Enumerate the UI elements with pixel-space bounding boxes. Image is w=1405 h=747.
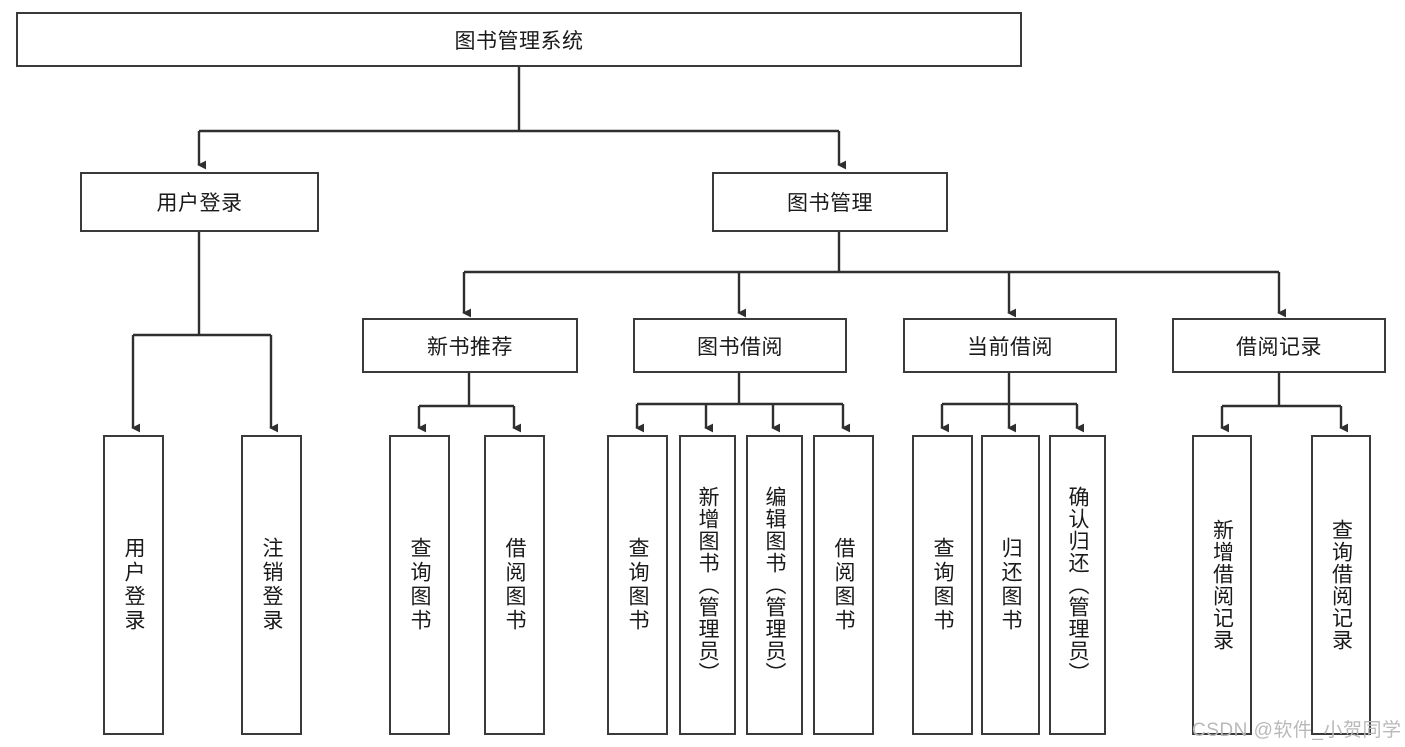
node-book-borrow[interactable]: 图书借阅 [633,318,847,373]
node-label: 用户登录 [122,537,145,633]
node-new-book-recommend[interactable]: 新书推荐 [362,318,578,373]
node-label: 借阅图书 [832,537,855,633]
node-root-system[interactable]: 图书管理系统 [16,12,1022,67]
node-label: 新书推荐 [427,335,513,359]
csdn-watermark: CSDN @软件_小贺同学 [1192,720,1402,741]
node-book-management[interactable]: 图书管理 [712,172,948,232]
leaf-query-book-recommend[interactable]: 查询图书 [389,435,450,735]
node-label: 注销登录 [260,537,283,633]
node-label: 查询借阅记录 [1329,519,1353,651]
leaf-add-book-admin[interactable]: 新增图书（管理员） [679,435,736,735]
node-label: 编辑图书（管理员） [763,486,786,684]
leaf-borrow-book-recommend[interactable]: 借阅图书 [484,435,545,735]
leaf-borrow-book[interactable]: 借阅图书 [813,435,874,735]
node-label: 查询图书 [408,537,431,633]
node-label: 借阅记录 [1236,335,1322,359]
node-label: 新增借阅记录 [1210,519,1234,651]
node-label: 查询图书 [931,537,954,633]
node-label: 归还图书 [999,537,1022,633]
node-label: 新增图书（管理员） [696,486,719,684]
node-label: 图书借阅 [697,335,783,359]
leaf-add-borrow-record[interactable]: 新增借阅记录 [1192,435,1252,735]
node-label: 用户登录 [156,192,243,215]
node-label: 确认归还（管理员） [1066,486,1089,684]
node-label: 图书管理系统 [454,29,584,53]
node-borrow-records[interactable]: 借阅记录 [1172,318,1386,373]
leaf-query-borrow-record[interactable]: 查询借阅记录 [1311,435,1371,735]
node-label: 图书管理 [787,192,873,215]
leaf-user-login[interactable]: 用户登录 [103,435,164,735]
node-label: 查询图书 [626,537,649,633]
leaf-logout[interactable]: 注销登录 [241,435,302,735]
leaf-query-book-borrow[interactable]: 查询图书 [607,435,668,735]
leaf-query-book-current[interactable]: 查询图书 [912,435,973,735]
leaf-edit-book-admin[interactable]: 编辑图书（管理员） [746,435,803,735]
leaf-return-book[interactable]: 归还图书 [981,435,1040,735]
leaf-confirm-return-admin[interactable]: 确认归还（管理员） [1049,435,1106,735]
node-label: 当前借阅 [967,335,1053,359]
node-label: 借阅图书 [503,537,526,633]
node-user-login[interactable]: 用户登录 [80,172,319,232]
node-current-borrow[interactable]: 当前借阅 [903,318,1117,373]
